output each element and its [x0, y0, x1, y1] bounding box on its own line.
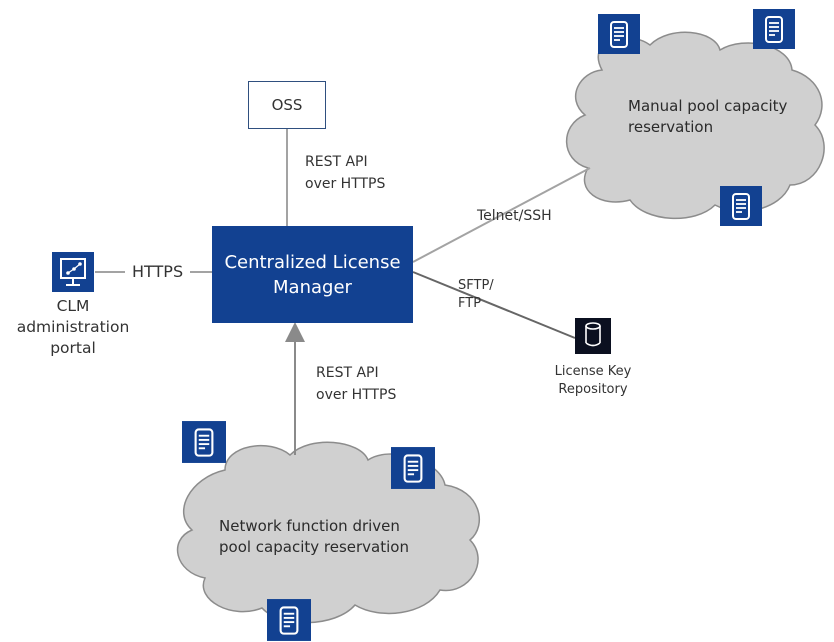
database-icon: [575, 318, 611, 354]
server-icon: [267, 599, 311, 641]
server-icon: [720, 185, 762, 227]
clm-label: Centralized License Manager: [224, 251, 401, 298]
manual-cloud-label: Manual pool capacity reservation: [628, 97, 788, 136]
server-icon: [598, 14, 640, 54]
oss-clm-label: REST API over HTTPS: [305, 154, 386, 192]
clm-manual-label: Telnet/SSH: [477, 208, 552, 224]
oss-node: OSS: [248, 81, 326, 129]
repository-label: License Key Repository: [554, 364, 632, 397]
clm-repository-connector: [412, 271, 576, 339]
server-icon: [182, 420, 226, 464]
clm-node: Centralized License Manager: [212, 226, 413, 323]
nf-cloud-label: Network function driven pool capacity re…: [219, 517, 409, 556]
clm-repository-label: SFTP/ FTP: [458, 278, 494, 311]
server-icon: [391, 446, 435, 490]
portal-clm-label: HTTPS: [132, 262, 184, 281]
server-icon: [753, 9, 795, 49]
oss-label: OSS: [271, 96, 303, 114]
manual-pool-cloud: [565, 31, 825, 220]
portal-label: CLM administration portal: [16, 297, 130, 357]
monitor-network-icon: [52, 252, 94, 292]
clm-manual-connector: [412, 167, 591, 263]
nf-clm-label: REST API over HTTPS: [316, 365, 397, 403]
